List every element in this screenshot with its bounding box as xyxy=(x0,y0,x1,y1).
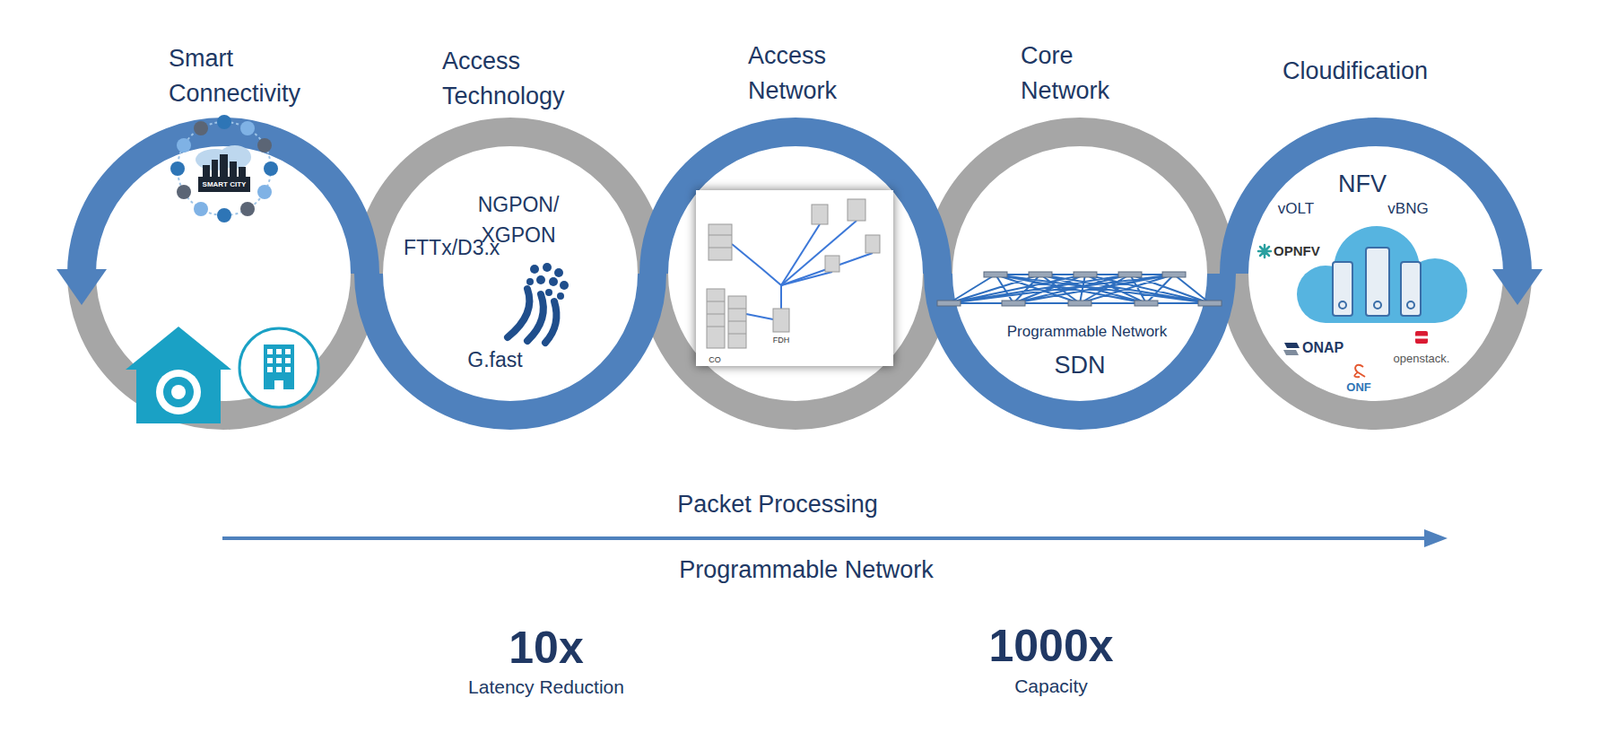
icon-dot xyxy=(240,201,255,217)
process-arrow-line xyxy=(222,536,1430,540)
mesh-switches xyxy=(937,271,1222,306)
ring-blue-arc xyxy=(368,273,653,416)
icon-dot xyxy=(170,161,185,176)
label-text: 1000x xyxy=(988,618,1114,673)
fiber-access-illustration xyxy=(695,190,894,366)
icon-dot xyxy=(217,114,232,130)
ring-blue-arc xyxy=(81,131,366,274)
ring-arrowhead xyxy=(1492,269,1543,305)
home-icon xyxy=(125,326,232,424)
ring-node: CloudificationNFV vOLT vBNG OPNFV ONAP openst… xyxy=(1220,35,1531,435)
ring-grey-arc xyxy=(938,131,1222,274)
icon-dot xyxy=(193,201,209,217)
house-symbol xyxy=(156,369,201,415)
label-text: Latency Reduction xyxy=(468,675,625,698)
onap-logo-mark xyxy=(1283,342,1300,356)
city-skyline xyxy=(198,154,251,192)
ring-node: Core NetworkProgrammable NetworkSDN xyxy=(924,35,1235,435)
cloud-shape xyxy=(1296,226,1468,323)
openstack-logo-mark xyxy=(1415,330,1428,344)
label-text: Packet Processing xyxy=(677,489,879,519)
ring-blue-arc xyxy=(938,273,1222,416)
ring-heading: Access Technology xyxy=(442,43,595,114)
icon-dot xyxy=(257,138,272,153)
label-text: Programmable Network xyxy=(678,555,934,584)
nfv-cloud xyxy=(1296,226,1468,323)
house-body xyxy=(136,362,221,424)
label-text: SMART CITY xyxy=(202,180,247,190)
equipment xyxy=(706,199,880,348)
icon-dot xyxy=(193,121,209,136)
ring-text: OPNFV xyxy=(1273,243,1321,260)
illustration-panel xyxy=(695,190,894,366)
ring-node: Access TechnologyNGPON/ XGPONFTTx/D3.xG.… xyxy=(355,35,666,435)
server-dots xyxy=(1339,301,1415,309)
icon-orbit xyxy=(177,121,271,216)
building-icon xyxy=(239,328,319,408)
icon-dot xyxy=(240,121,255,136)
ring-text: openstack. xyxy=(1393,351,1451,366)
smart-city-icon xyxy=(170,114,279,223)
building-body xyxy=(263,344,295,390)
ring-arrowhead xyxy=(56,269,107,305)
label-text: 10x xyxy=(508,620,583,675)
ring-grey-arc xyxy=(81,273,366,416)
ring-heading: Smart Connectivity xyxy=(168,41,331,112)
icon-dot xyxy=(263,161,279,176)
ring-text: ONAP xyxy=(1302,339,1344,357)
icon-dot xyxy=(176,138,192,153)
ring-heading: Core Network xyxy=(1020,38,1156,109)
ring-node: Smart Connectivity xyxy=(68,35,379,435)
sdn-mesh xyxy=(937,271,1222,306)
process-arrow-head xyxy=(1424,529,1448,548)
label-text: Capacity xyxy=(1014,674,1088,697)
ring-text: FTTx/D3.x xyxy=(403,235,500,261)
mesh-links xyxy=(948,274,1210,304)
ring-text: vBNG xyxy=(1387,200,1428,218)
icon-dot xyxy=(176,184,192,200)
ring-heading: Access Network xyxy=(747,38,883,109)
ring-chain xyxy=(81,131,1518,416)
ring-text: NFV xyxy=(1338,169,1387,199)
ring-text: vOLT xyxy=(1278,200,1314,218)
ring-text: ONF xyxy=(1346,380,1371,395)
rack-shelves xyxy=(706,234,747,334)
ring-grey-arc xyxy=(368,131,653,274)
ring-text: G.fast xyxy=(467,347,522,374)
opnfv-logo-mark xyxy=(1258,244,1271,258)
icon-dot xyxy=(257,184,272,200)
ring-text: Programmable Network xyxy=(1007,322,1168,341)
house-symbol xyxy=(171,384,186,400)
fiber-lines xyxy=(731,220,873,320)
label-text: FDH xyxy=(773,335,791,346)
ring-heading: Cloudification xyxy=(1282,53,1428,89)
ring-node: Access Network xyxy=(640,35,951,435)
building-windows xyxy=(267,348,291,390)
label-text: CO xyxy=(708,355,722,366)
house-symbol xyxy=(163,376,194,408)
server-towers xyxy=(1332,247,1421,316)
building-circle xyxy=(239,328,319,408)
signal-icon xyxy=(507,262,569,343)
onf-logo-mark xyxy=(1354,365,1366,377)
ring-text: SDN xyxy=(1053,350,1105,380)
icon-dot xyxy=(217,208,232,223)
